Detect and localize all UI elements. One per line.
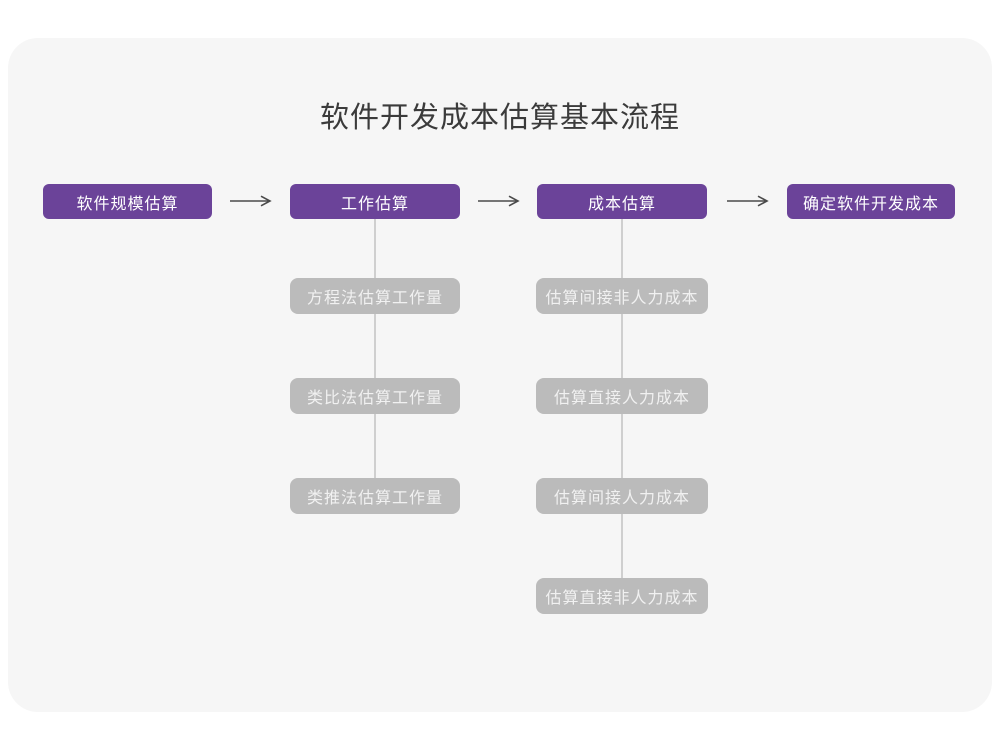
sub-step-label: 估算间接非人力成本 bbox=[545, 290, 699, 307]
sub-step-label: 类比法估算工作量 bbox=[306, 390, 443, 407]
sub-step-equation-method: 方程法估算工作量 bbox=[290, 278, 460, 314]
diagram-title: 软件开发成本估算基本流程 bbox=[319, 102, 680, 134]
sub-step-label: 估算直接人力成本 bbox=[553, 390, 690, 407]
sub-step-label: 方程法估算工作量 bbox=[306, 290, 443, 307]
main-step-label: 确定软件开发成本 bbox=[802, 195, 939, 213]
sub-step-analogy-method: 类比法估算工作量 bbox=[290, 378, 460, 414]
diagram-card bbox=[8, 38, 992, 712]
sub-step-indirect-non-labor-cost: 估算间接非人力成本 bbox=[536, 278, 708, 314]
sub-step-direct-labor-cost: 估算直接人力成本 bbox=[536, 378, 708, 414]
main-step-work-estimation: 工作估算 bbox=[290, 184, 460, 219]
main-step-software-scale-estimation: 软件规模估算 bbox=[43, 184, 212, 219]
main-step-label: 成本估算 bbox=[587, 195, 656, 213]
right-arrow-icon bbox=[478, 195, 520, 207]
sub-step-label: 估算直接非人力成本 bbox=[545, 590, 699, 607]
main-step-determine-development-cost: 确定软件开发成本 bbox=[787, 184, 955, 219]
sub-step-label: 类推法估算工作量 bbox=[306, 490, 443, 507]
sub-step-indirect-labor-cost: 估算间接人力成本 bbox=[536, 478, 708, 514]
main-step-cost-estimation: 成本估算 bbox=[537, 184, 707, 219]
sub-step-label: 估算间接人力成本 bbox=[553, 490, 690, 507]
right-arrow-icon bbox=[230, 195, 272, 207]
right-arrow-icon bbox=[727, 195, 769, 207]
sub-step-extrapolation-method: 类推法估算工作量 bbox=[290, 478, 460, 514]
sub-step-direct-non-labor-cost: 估算直接非人力成本 bbox=[536, 578, 708, 614]
main-step-label: 工作估算 bbox=[340, 195, 409, 213]
main-step-label: 软件规模估算 bbox=[76, 195, 179, 213]
connector-line-work-estimation bbox=[374, 218, 376, 492]
